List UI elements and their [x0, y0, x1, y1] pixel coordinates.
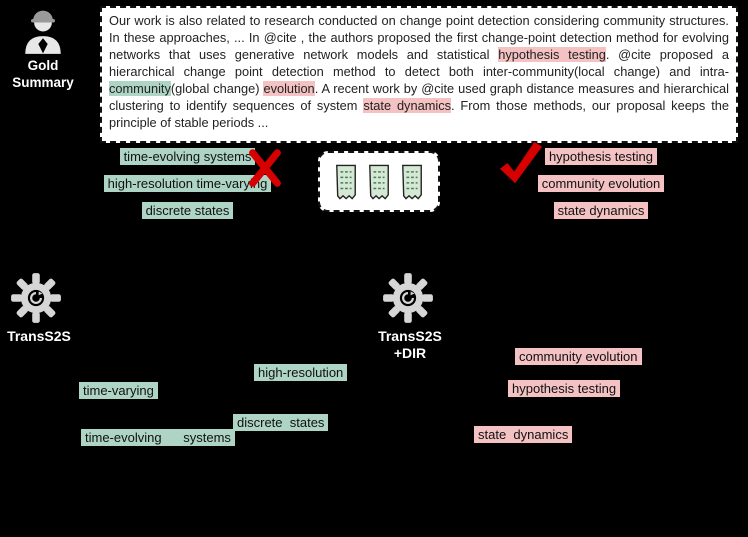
gold-summary-label: Gold Summary — [12, 58, 74, 90]
document-icon — [336, 164, 356, 200]
model-label-transs2s: TransS2S — [7, 328, 71, 344]
right-output-phrase: community evolution — [515, 348, 642, 365]
person-icon-svg — [25, 10, 61, 54]
x-mark-icon — [246, 147, 284, 189]
accepted-phrase: community evolution — [537, 175, 665, 192]
document-icon — [369, 164, 389, 200]
rejected-phrase: high-resolution time-varying — [103, 175, 272, 192]
right-output-phrase: state dynamics — [474, 426, 573, 443]
gear-icon — [382, 272, 434, 324]
gold-summary-box: Our work is also related to research con… — [100, 6, 738, 143]
accepted-phrase: state dynamics — [553, 202, 649, 219]
left-output-phrase: time-varying — [79, 382, 158, 399]
rejected-phrases-column: time-evolving systems high-resolution ti… — [85, 148, 290, 219]
left-output-phrase: time-evolving systems — [81, 429, 235, 446]
right-output-phrase: hypothesis testing — [508, 380, 621, 397]
left-output-phrase: discrete states — [233, 414, 329, 431]
model-label-transs2s-dir: TransS2S +DIR — [378, 328, 442, 361]
person-icon — [20, 8, 66, 56]
check-mark-icon — [494, 139, 546, 187]
gold-summary-text: Our work is also related to research con… — [109, 13, 729, 131]
left-output-phrase: high-resolution — [254, 364, 348, 381]
documents-box — [318, 151, 440, 212]
document-icon — [402, 164, 422, 200]
gear-icon — [10, 272, 62, 324]
accepted-phrases-column: hypothesis testing community evolution s… — [520, 148, 682, 219]
rejected-phrase: time-evolving systems — [119, 148, 256, 165]
accepted-phrase: hypothesis testing — [544, 148, 658, 165]
rejected-phrase: discrete states — [141, 202, 234, 219]
